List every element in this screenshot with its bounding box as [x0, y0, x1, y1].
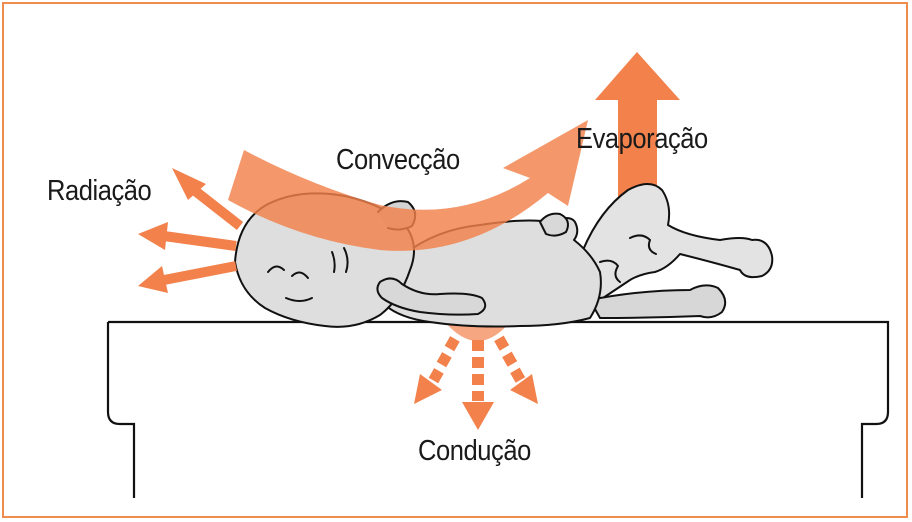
radiation-label: Radiação [47, 175, 151, 208]
conduction-label: Condução [418, 435, 531, 468]
baby-hand [540, 214, 568, 236]
conduction-arrow-center [462, 340, 494, 430]
radiation-arrows [138, 168, 240, 293]
radiation-arrow-lower [138, 266, 236, 293]
baby-leg-raised [583, 184, 772, 300]
convection-label: Convecção [336, 144, 460, 177]
conduction-arrow-right [494, 336, 538, 404]
radiation-arrow-middle [138, 222, 236, 250]
evaporation-label: Evaporação [576, 123, 708, 156]
table-illustration [108, 322, 888, 498]
conduction-arrow-left [414, 336, 460, 404]
conduction-arrows [414, 322, 538, 430]
